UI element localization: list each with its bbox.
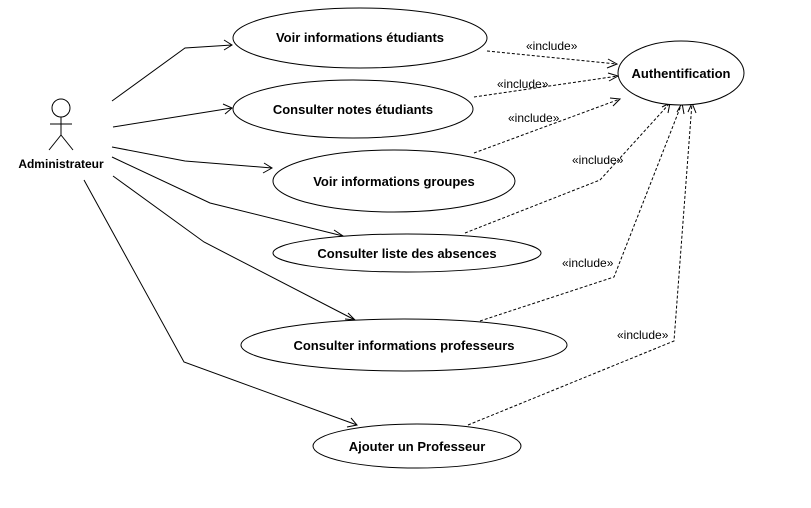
association-uc6 (83, 179, 358, 428)
use-case-uc4[interactable]: Consulter liste des absences (272, 233, 542, 273)
include-uc3 (473, 97, 622, 154)
use-case-uc1[interactable]: Voir informations étudiants (232, 7, 488, 69)
use-case-uc2[interactable]: Consulter notes étudiants (232, 79, 474, 139)
use-case-label: Voir informations étudiants (276, 30, 444, 45)
actor-name: Administrateur (18, 157, 104, 171)
include-label-uc4: «include» (572, 153, 624, 167)
include-uc5 (479, 101, 685, 322)
use-case-uc5[interactable]: Consulter informations professeurs (240, 318, 568, 372)
use-case-label: Consulter liste des absences (317, 246, 496, 261)
use-case-uc3[interactable]: Voir informations groupes (272, 149, 516, 213)
use-case-label: Ajouter un Professeur (349, 439, 486, 454)
association-uc2 (112, 103, 233, 128)
use-case-label: Consulter informations professeurs (293, 338, 514, 353)
association-uc3 (111, 146, 273, 174)
include-uc1 (486, 50, 619, 69)
include-label-uc3: «include» (508, 111, 560, 125)
use-case-label: Voir informations groupes (313, 174, 475, 189)
include-labels: «include» «include» «include» «include» … (497, 39, 669, 342)
associations (83, 39, 358, 428)
include-label-uc6: «include» (617, 328, 669, 342)
association-uc1 (111, 39, 233, 102)
use-case-label: Consulter notes étudiants (273, 102, 433, 117)
include-dependencies (464, 50, 697, 426)
actor-stick-figure-icon (48, 98, 74, 151)
use-case-label: Authentification (632, 66, 731, 81)
include-label-uc1: «include» (526, 39, 578, 53)
use-case-uc6[interactable]: Ajouter un Professeur (312, 423, 522, 469)
use-case-authentification[interactable]: Authentification (617, 40, 745, 106)
include-label-uc5: «include» (562, 256, 614, 270)
include-label-uc2: «include» (497, 77, 549, 91)
